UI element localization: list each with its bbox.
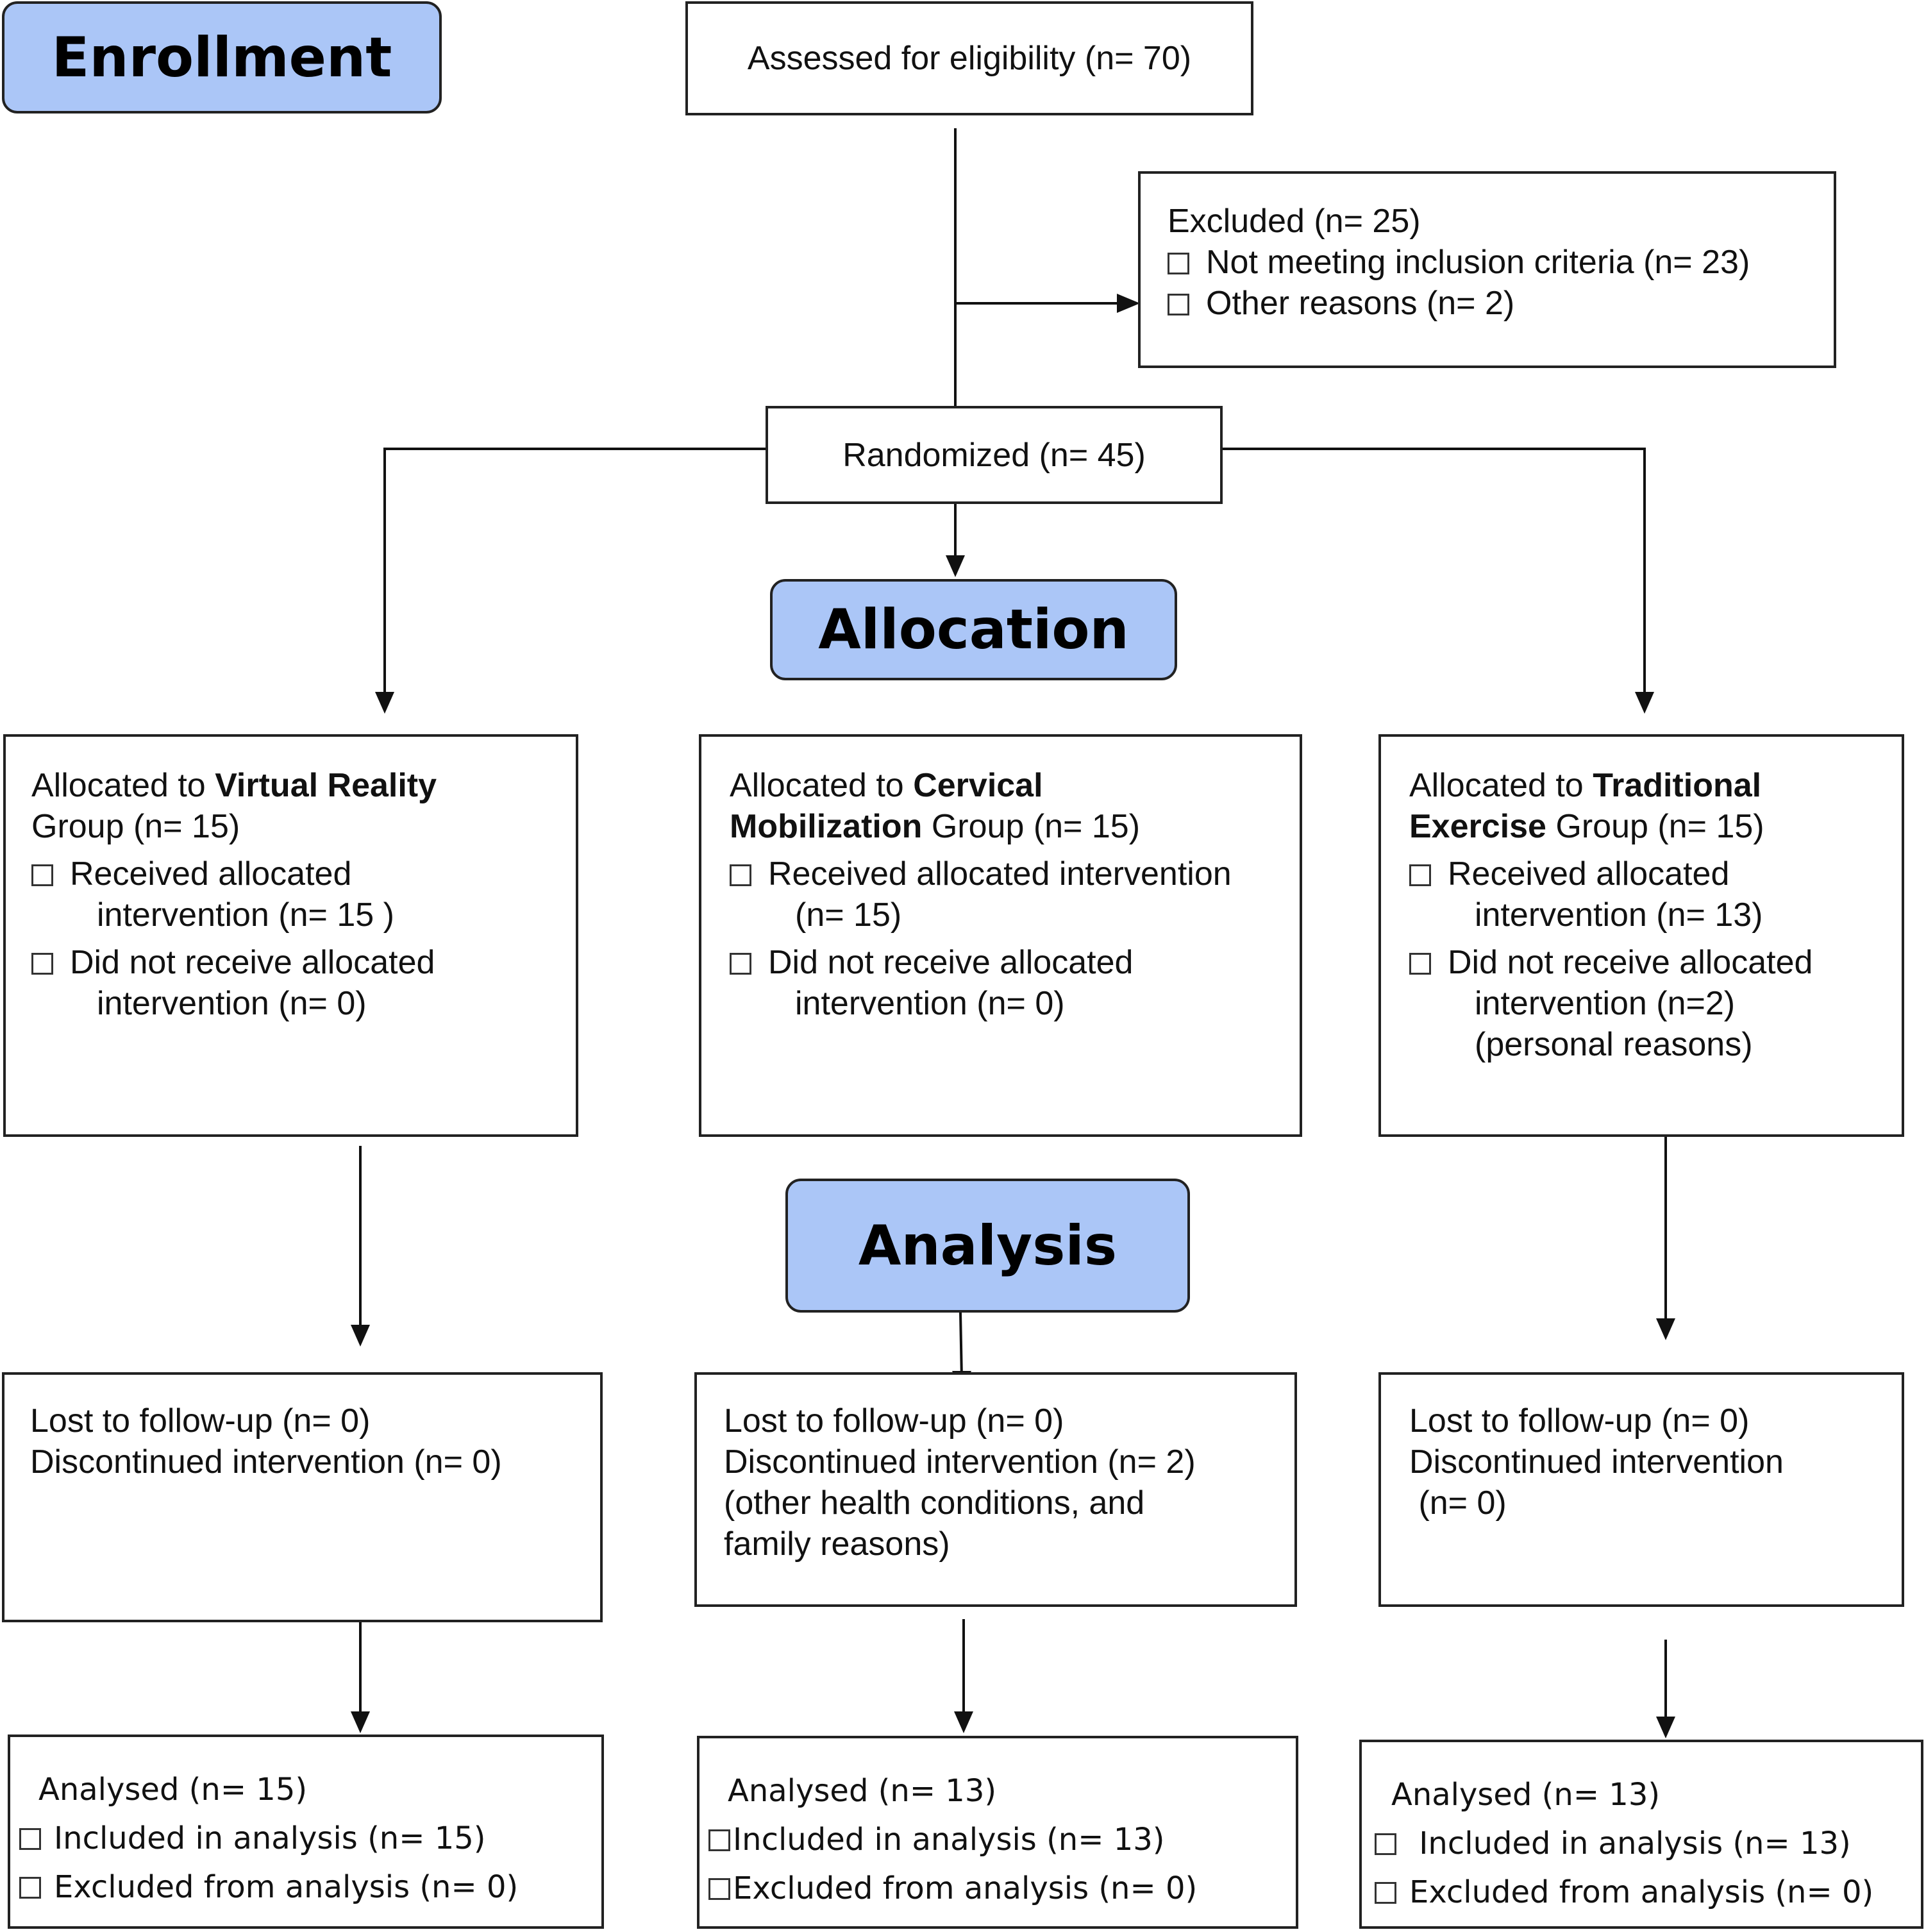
allocation-cm-heading-2: Mobilization Group (n= 15): [730, 808, 1141, 845]
connector-analysis-cm-followup: [959, 1312, 963, 1379]
stage-analysis-label: Analysis: [858, 1213, 1118, 1278]
randomized-box: Randomized (n= 45): [766, 406, 1223, 504]
analysed-cm-title: Analysed (n= 13): [728, 1773, 997, 1809]
followup-cm-box: Lost to follow-up (n= 0) Discontinued in…: [694, 1372, 1297, 1607]
arrowhead-vr-followup: [351, 1325, 370, 1347]
stage-analysis: Analysis: [785, 1179, 1190, 1313]
checkbox-icon: [730, 953, 751, 975]
excluded-box: Excluded (n= 25) Not meeting inclusion c…: [1138, 171, 1836, 368]
analysed-te-box: Analysed (n= 13) Included in analysis (n…: [1359, 1740, 1923, 1929]
followup-te-lost: Lost to follow-up (n= 0): [1409, 1402, 1750, 1440]
arrowhead-excluded: [1117, 294, 1140, 313]
checkbox-icon: [31, 953, 53, 975]
followup-cm-reason-2: family reasons): [724, 1525, 950, 1563]
allocation-cm-received: Received allocated intervention: [730, 853, 1300, 895]
allocation-cm-not-received-cont: intervention (n= 0): [795, 985, 1065, 1022]
allocation-vr-heading: Allocated to Virtual Reality: [31, 767, 437, 804]
checkbox-icon: [1409, 953, 1431, 975]
stage-allocation-label: Allocation: [818, 598, 1129, 662]
allocation-te-box: Allocated to Traditional Exercise Group …: [1378, 734, 1904, 1137]
arrowhead-allocation: [946, 555, 965, 577]
checkbox-icon: [1375, 1833, 1396, 1855]
stage-enrollment-label: Enrollment: [51, 25, 392, 90]
analysed-vr-box: Analysed (n= 15) Included in analysis (n…: [8, 1735, 604, 1929]
checkbox-icon: [1168, 294, 1189, 315]
excluded-item-criteria: Not meeting inclusion criteria (n= 23): [1168, 242, 1834, 283]
analysed-te-title: Analysed (n= 13): [1391, 1777, 1661, 1813]
arrowhead-te-followup: [1656, 1318, 1675, 1340]
allocation-te-received: Received allocated: [1409, 853, 1902, 895]
analysed-cm-box: Analysed (n= 13) Included in analysis (n…: [697, 1736, 1298, 1929]
allocation-vr-received: Received allocated: [31, 853, 576, 895]
followup-cm-reason-1: (other health conditions, and: [724, 1484, 1145, 1522]
assessed-box: Assessed for eligibility (n= 70): [685, 1, 1253, 115]
allocation-vr-not-received-cont: intervention (n= 0): [97, 985, 367, 1022]
arrowhead-te-analysed: [1656, 1717, 1675, 1738]
analysed-vr-excluded: Excluded from analysis (n= 0): [19, 1863, 601, 1911]
allocation-vr-received-cont: intervention (n= 15 ): [97, 896, 394, 934]
allocation-te-not-received-cont2: (personal reasons): [1475, 1026, 1753, 1063]
followup-te-discontinued: Discontinued intervention: [1409, 1443, 1784, 1481]
allocation-te-not-received-cont: intervention (n=2): [1475, 985, 1736, 1022]
followup-cm-discontinued: Discontinued intervention (n= 2): [724, 1443, 1196, 1481]
allocation-te-not-received: Did not receive allocated: [1409, 942, 1902, 983]
connector-to-te-allocation: [1221, 448, 1646, 693]
checkbox-icon: [19, 1828, 41, 1850]
followup-vr-lost: Lost to follow-up (n= 0): [30, 1402, 371, 1440]
analysed-te-excluded: Excluded from analysis (n= 0): [1375, 1868, 1921, 1917]
allocation-cm-not-received: Did not receive allocated: [730, 942, 1300, 983]
allocation-te-received-cont: intervention (n= 13): [1475, 896, 1763, 934]
followup-vr-discontinued: Discontinued intervention (n= 0): [30, 1443, 502, 1481]
excluded-item-other: Other reasons (n= 2): [1168, 283, 1834, 324]
checkbox-icon: [1375, 1882, 1396, 1904]
arrowhead-vr-allocation: [375, 692, 394, 714]
arrowhead-te-allocation: [1635, 692, 1654, 714]
allocation-te-heading-2: Exercise Group (n= 15): [1409, 808, 1764, 845]
allocation-cm-heading: Allocated to Cervical: [730, 767, 1043, 804]
followup-cm-lost: Lost to follow-up (n= 0): [724, 1402, 1064, 1440]
allocation-cm-received-cont: (n= 15): [795, 896, 902, 934]
followup-te-discontinued-cont: (n= 0): [1409, 1484, 1507, 1522]
followup-vr-box: Lost to follow-up (n= 0) Discontinued in…: [2, 1372, 603, 1622]
connector-to-vr-allocation: [383, 448, 766, 693]
arrowhead-cm-analysed: [954, 1711, 973, 1733]
analysed-vr-title: Analysed (n= 15): [38, 1772, 308, 1808]
allocation-te-heading: Allocated to Traditional: [1409, 767, 1762, 804]
checkbox-icon: [31, 864, 53, 886]
randomized-text: Randomized (n= 45): [842, 436, 1146, 474]
checkbox-icon: [1409, 864, 1431, 886]
assessed-text: Assessed for eligibility (n= 70): [747, 40, 1192, 77]
stage-allocation: Allocation: [770, 579, 1177, 680]
checkbox-icon: [708, 1878, 730, 1900]
allocation-cm-box: Allocated to Cervical Mobilization Group…: [699, 734, 1302, 1137]
allocation-vr-heading-2: Group (n= 15): [31, 808, 240, 845]
allocation-vr-not-received: Did not receive allocated: [31, 942, 576, 983]
allocation-vr-box: Allocated to Virtual Reality Group (n= 1…: [3, 734, 578, 1137]
checkbox-icon: [708, 1829, 730, 1851]
analysed-cm-included: Included in analysis (n= 13): [708, 1815, 1296, 1864]
analysed-te-included: Included in analysis (n= 13): [1375, 1819, 1921, 1868]
checkbox-icon: [19, 1877, 41, 1899]
arrowhead-vr-analysed: [351, 1711, 370, 1733]
stage-enrollment: Enrollment: [2, 1, 442, 113]
excluded-title: Excluded (n= 25): [1168, 203, 1421, 240]
followup-te-box: Lost to follow-up (n= 0) Discontinued in…: [1378, 1372, 1904, 1607]
analysed-vr-included: Included in analysis (n= 15): [19, 1814, 601, 1863]
analysed-cm-excluded: Excluded from analysis (n= 0): [708, 1864, 1296, 1913]
checkbox-icon: [730, 864, 751, 886]
checkbox-icon: [1168, 253, 1189, 274]
